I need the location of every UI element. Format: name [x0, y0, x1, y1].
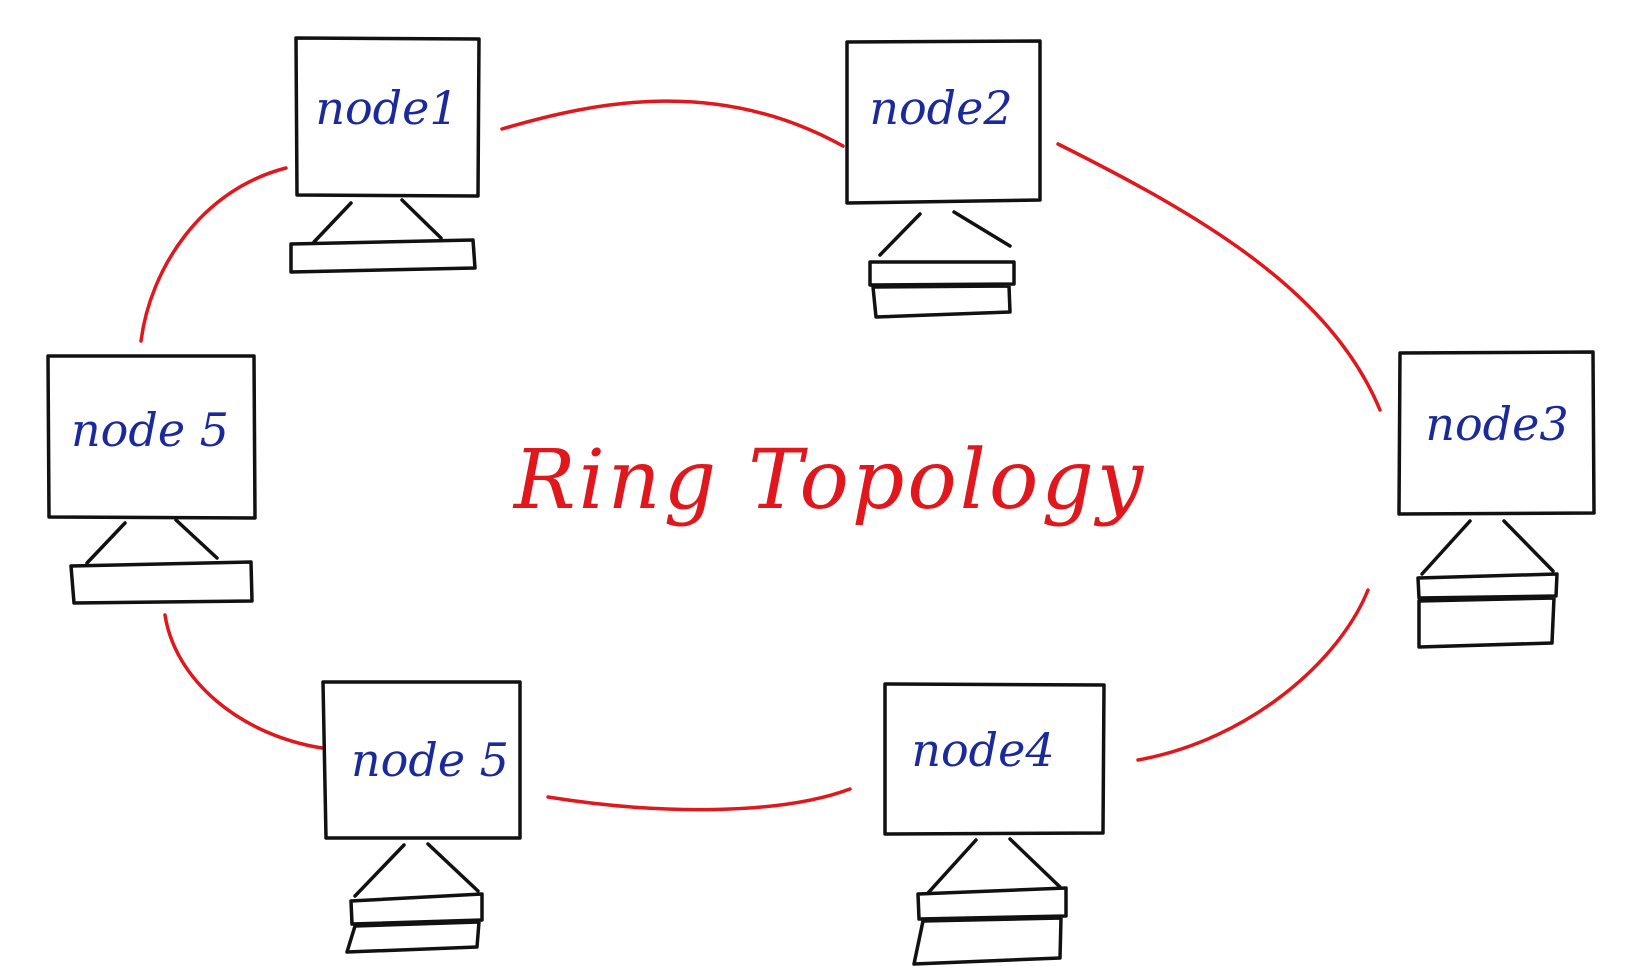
- diagram-title: Ring Topology: [512, 433, 1146, 528]
- monitor-stand-icon: [353, 842, 480, 898]
- monitor-stand-icon: [1420, 519, 1555, 576]
- keyboard-icon: [289, 238, 477, 274]
- link-node4-node5b: [546, 787, 852, 812]
- link-node5a-node1: [139, 166, 288, 343]
- node-label: node 5: [351, 733, 509, 787]
- monitor-icon: [294, 36, 481, 198]
- monitor-stand-icon: [312, 198, 443, 244]
- link-node3-node4: [1136, 588, 1370, 762]
- node-label: node 5: [71, 403, 229, 457]
- computer-node-2: node2: [845, 39, 1042, 319]
- monitor-stand-icon: [926, 837, 1062, 895]
- node-label: node4: [911, 723, 1054, 777]
- computer-node-3: node3: [1397, 350, 1596, 649]
- node-label: node2: [869, 81, 1012, 135]
- monitor-stand-icon: [878, 210, 1012, 257]
- computer-node-5-bottom: node 5: [321, 680, 522, 954]
- monitor-icon: [321, 680, 522, 840]
- keyboard-icon: [1416, 572, 1559, 649]
- keyboard-icon: [868, 260, 1016, 319]
- monitor-stand-icon: [85, 518, 219, 565]
- computer-node-5-left: node 5: [46, 354, 257, 605]
- ring-links: [139, 99, 1382, 812]
- monitor-icon: [883, 682, 1106, 836]
- link-node1-node2: [500, 99, 845, 148]
- monitor-icon: [46, 354, 257, 520]
- computer-node-4: node4: [883, 682, 1106, 966]
- keyboard-icon: [912, 886, 1068, 966]
- link-node2-node3: [1056, 142, 1382, 412]
- keyboard-icon: [69, 560, 254, 605]
- monitor-icon: [1397, 350, 1596, 516]
- node-label: node3: [1425, 397, 1568, 451]
- node-label: node1: [315, 81, 458, 135]
- monitor-icon: [845, 39, 1042, 205]
- computer-node-1: node1: [289, 36, 481, 274]
- link-node5b-node5a: [163, 613, 324, 750]
- keyboard-icon: [345, 892, 484, 954]
